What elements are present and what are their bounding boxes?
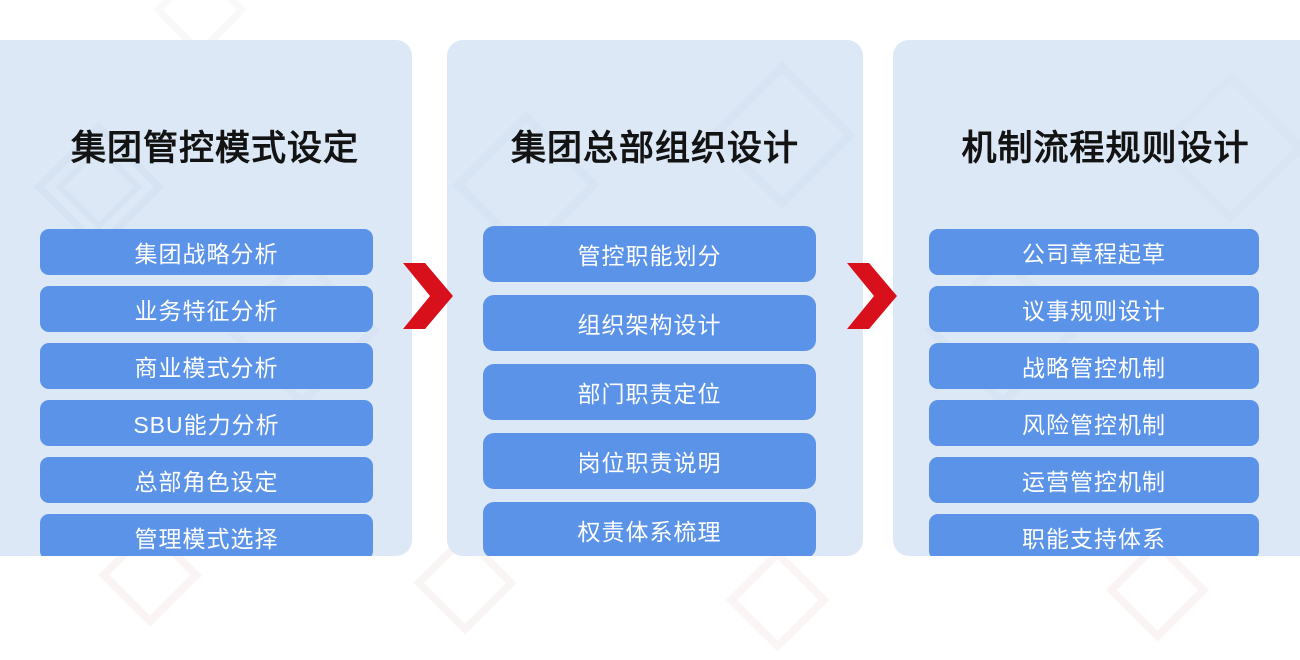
diamond-watermark-icon — [725, 548, 830, 652]
list-item[interactable]: 集团战略分析 — [40, 229, 373, 275]
stage-card-3-item-list: 公司章程起草 议事规则设计 战略管控机制 风险管控机制 运营管控机制 职能支持体… — [929, 229, 1259, 556]
list-item[interactable]: 总部角色设定 — [40, 457, 373, 503]
stage-card-1-item-list: 集团战略分析 业务特征分析 商业模式分析 SBU能力分析 总部角色设定 管理模式… — [40, 229, 373, 556]
flow-diagram: 集团管控模式设定 集团战略分析 业务特征分析 商业模式分析 SBU能力分析 总部… — [0, 40, 1300, 627]
list-item[interactable]: 风险管控机制 — [929, 400, 1259, 446]
list-item[interactable]: 岗位职责说明 — [483, 433, 816, 489]
list-item[interactable]: 公司章程起草 — [929, 229, 1259, 275]
stage-card-2-title: 集团总部组织设计 — [510, 129, 799, 168]
list-item[interactable]: 业务特征分析 — [40, 286, 373, 332]
background-watermark — [690, 545, 865, 655]
arrow-stage2-to-stage3 — [847, 261, 897, 331]
list-item[interactable]: 战略管控机制 — [929, 343, 1259, 389]
list-item[interactable]: 议事规则设计 — [929, 286, 1259, 332]
list-item[interactable]: 管控职能划分 — [483, 226, 816, 282]
arrow-stage1-to-stage2 — [403, 261, 453, 331]
stage-card-1-title: 集团管控模式设定 — [70, 129, 359, 168]
stage-card-3-title: 机制流程规则设计 — [961, 129, 1250, 168]
stage-card-3: 机制流程规则设计 公司章程起草 议事规则设计 战略管控机制 风险管控机制 运营管… — [893, 40, 1300, 556]
list-item[interactable]: 权责体系梳理 — [483, 502, 816, 556]
list-item[interactable]: 商业模式分析 — [40, 343, 373, 389]
list-item[interactable]: 部门职责定位 — [483, 364, 816, 420]
list-item[interactable]: 职能支持体系 — [929, 514, 1259, 556]
list-item[interactable]: 组织架构设计 — [483, 295, 816, 351]
list-item[interactable]: SBU能力分析 — [40, 400, 373, 446]
stage-card-1: 集团管控模式设定 集团战略分析 业务特征分析 商业模式分析 SBU能力分析 总部… — [0, 40, 412, 556]
list-item[interactable]: 管理模式选择 — [40, 514, 373, 556]
list-item[interactable]: 运营管控机制 — [929, 457, 1259, 503]
chevron-right-icon — [403, 263, 453, 329]
stage-card-2-item-list: 管控职能划分 组织架构设计 部门职责定位 岗位职责说明 权责体系梳理 — [483, 226, 816, 556]
stage-card-2: 集团总部组织设计 管控职能划分 组织架构设计 部门职责定位 岗位职责说明 权责体… — [447, 40, 863, 556]
chevron-right-icon — [847, 263, 897, 329]
